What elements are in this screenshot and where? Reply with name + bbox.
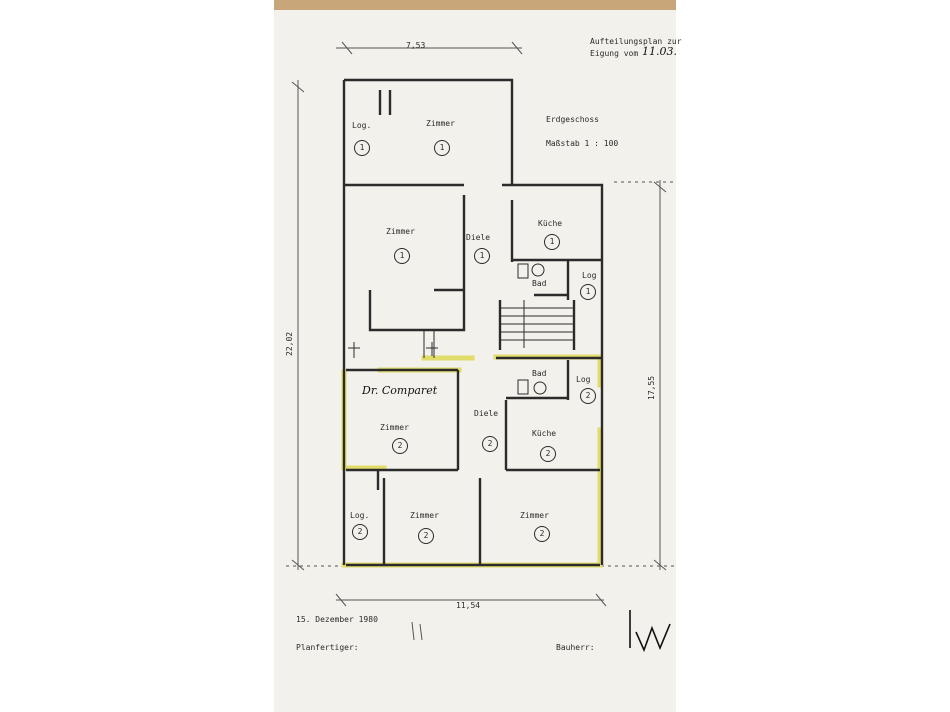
plan-title-line2: Eigung vom xyxy=(590,49,639,58)
marker-unit-2: 2 xyxy=(392,438,408,454)
signature-strokes xyxy=(411,610,671,653)
marker-unit-1: 1 xyxy=(354,140,370,156)
desk-edge xyxy=(274,0,676,10)
bathroom-fixtures xyxy=(517,263,547,395)
room-log-right-1: Log xyxy=(582,271,597,280)
marker-unit-2: 2 xyxy=(540,446,556,462)
dimension-bottom: 11,54 xyxy=(456,601,481,610)
room-kueche-2: Küche xyxy=(532,429,557,438)
dimension-top: 7,53 xyxy=(406,41,426,50)
floor-plan-drawing xyxy=(286,41,674,607)
room-kueche-1: Küche xyxy=(538,219,563,228)
marker-unit-2: 2 xyxy=(534,526,550,542)
planfertiger-label: Planfertiger: xyxy=(296,643,359,652)
floor-name: Erdgeschoss xyxy=(546,115,599,124)
room-log-bottom-2: Log. xyxy=(350,511,370,520)
room-zimmer-mid-1: Zimmer xyxy=(386,227,415,236)
bauherr-label: Bauherr: xyxy=(556,643,595,652)
marker-unit-2: 2 xyxy=(482,436,498,452)
staircase xyxy=(423,300,574,358)
marker-unit-2: 2 xyxy=(352,524,368,540)
arrow-markers xyxy=(348,342,438,358)
room-zimmer-br-2: Zimmer xyxy=(520,511,549,520)
marker-unit-1: 1 xyxy=(434,140,450,156)
marker-unit-1: 1 xyxy=(580,284,596,300)
room-bad-1: Bad xyxy=(532,279,547,288)
floor-plan-sheet: Aufteilungsplan zur Eigung vom 11.03. Er… xyxy=(274,0,682,712)
room-bad-2: Bad xyxy=(532,369,547,378)
scale-label: Maßstab 1 : 100 xyxy=(546,139,619,148)
room-zimmer-top: Zimmer xyxy=(426,119,455,128)
room-log-top: Log. xyxy=(352,121,372,130)
left-margin xyxy=(0,0,274,712)
room-zimmer-bl-2: Zimmer xyxy=(410,511,439,520)
marker-unit-1: 1 xyxy=(394,248,410,264)
marker-unit-2: 2 xyxy=(418,528,434,544)
owner-annotation: Dr. Comparet xyxy=(362,384,438,397)
plan-title-line1: Aufteilungsplan zur xyxy=(590,37,682,46)
marker-unit-2: 2 xyxy=(580,388,596,404)
handwritten-date: 11.03. xyxy=(642,45,677,58)
right-margin xyxy=(676,0,950,712)
marker-unit-1: 1 xyxy=(544,234,560,250)
room-log-right-2: Log xyxy=(576,375,591,384)
room-diele-1: Diele xyxy=(466,233,491,242)
marker-unit-1: 1 xyxy=(474,248,490,264)
plan-date: 15. Dezember 1980 xyxy=(296,615,378,624)
room-zimmer-mid-2: Zimmer xyxy=(380,423,409,432)
walls xyxy=(342,78,604,567)
room-diele-2: Diele xyxy=(474,409,499,418)
